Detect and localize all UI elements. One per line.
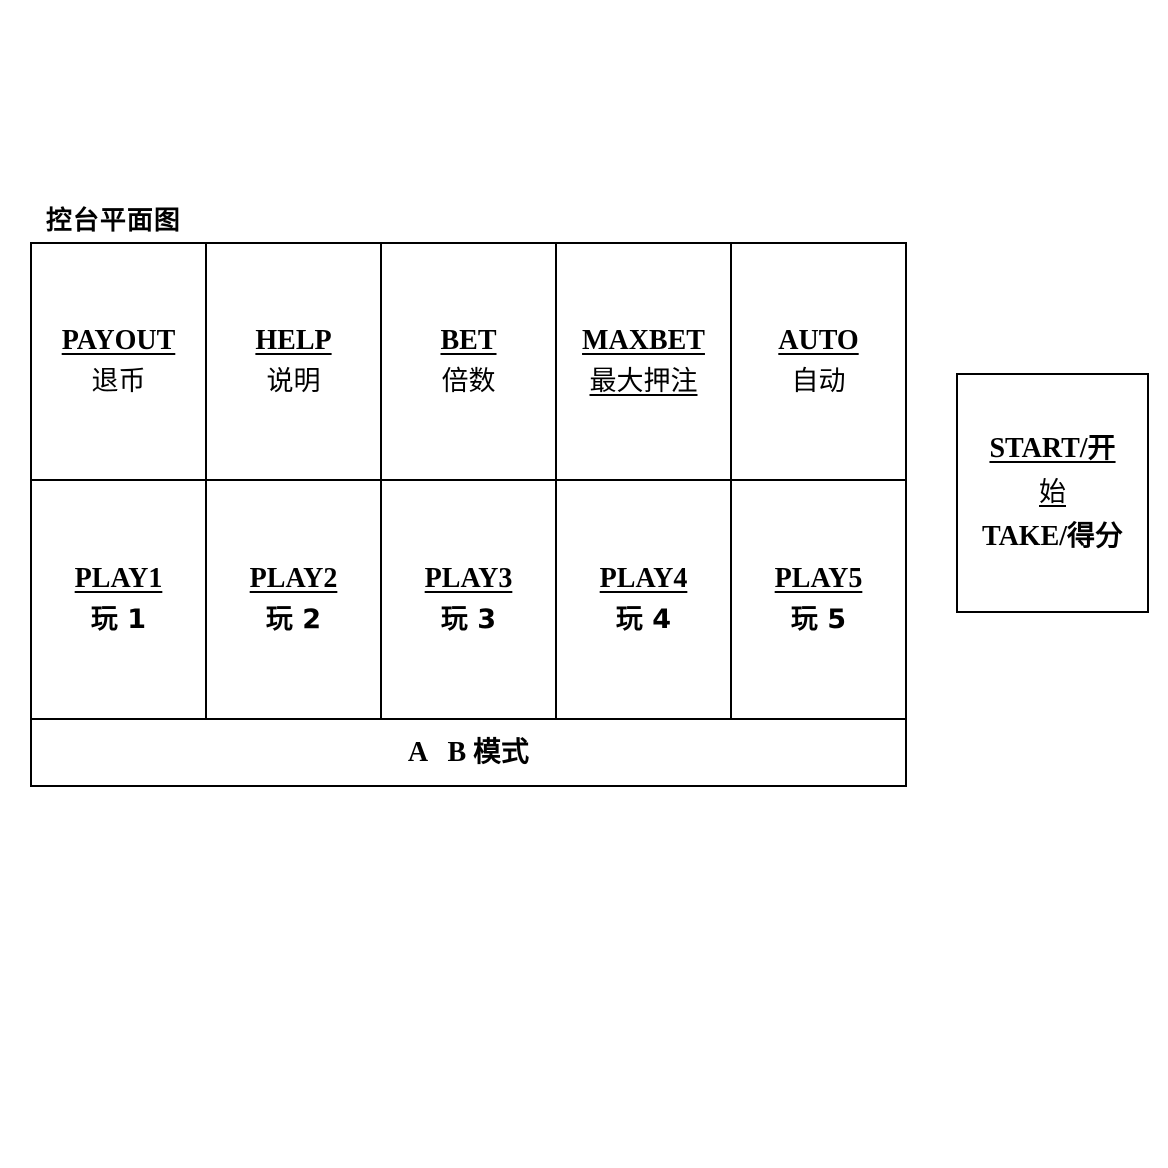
start-label: START/开 bbox=[989, 433, 1116, 464]
bet-label-cn: 倍数 bbox=[441, 365, 496, 397]
play3-label: PLAY3 bbox=[424, 562, 513, 594]
play2-label: PLAY2 bbox=[249, 562, 338, 594]
bet-label: BET bbox=[440, 324, 497, 356]
play4-button[interactable]: PLAY4 玩 4 bbox=[557, 481, 732, 718]
play2-label-cn: 玩 2 bbox=[265, 603, 322, 635]
play3-label-cn: 玩 3 bbox=[440, 603, 497, 635]
play2-button[interactable]: PLAY2 玩 2 bbox=[207, 481, 382, 718]
play1-button[interactable]: PLAY1 玩 1 bbox=[32, 481, 207, 718]
play5-button[interactable]: PLAY5 玩 5 bbox=[732, 481, 905, 718]
ab-mode-button[interactable]: A B 模式 bbox=[32, 720, 905, 785]
payout-button[interactable]: PAYOUT 退币 bbox=[32, 244, 207, 479]
help-label-cn: 说明 bbox=[266, 365, 321, 397]
auto-label-cn: 自动 bbox=[791, 365, 846, 397]
payout-label-cn: 退币 bbox=[91, 365, 146, 397]
play4-label: PLAY4 bbox=[599, 562, 688, 594]
start-take-button[interactable]: START/开 始 TAKE/得分 bbox=[956, 373, 1149, 613]
bet-button[interactable]: BET 倍数 bbox=[382, 244, 557, 479]
play5-label: PLAY5 bbox=[774, 562, 863, 594]
maxbet-label-cn: 最大押注 bbox=[589, 365, 698, 397]
help-label: HELP bbox=[255, 324, 332, 356]
auto-button[interactable]: AUTO 自动 bbox=[732, 244, 905, 479]
take-label: TAKE/得分 bbox=[981, 521, 1124, 552]
play-button-row: PLAY1 玩 1 PLAY2 玩 2 PLAY3 玩 3 PLAY4 玩 4 … bbox=[32, 481, 905, 720]
top-button-row: PAYOUT 退币 HELP 说明 BET 倍数 MAXBET 最大押注 AUT… bbox=[32, 244, 905, 481]
maxbet-label: MAXBET bbox=[582, 324, 705, 356]
page-title: 控台平面图 bbox=[46, 206, 182, 236]
maxbet-button[interactable]: MAXBET 最大押注 bbox=[557, 244, 732, 479]
help-button[interactable]: HELP 说明 bbox=[207, 244, 382, 479]
start-label-cont: 始 bbox=[1039, 477, 1066, 508]
console-panel: PAYOUT 退币 HELP 说明 BET 倍数 MAXBET 最大押注 AUT… bbox=[30, 242, 907, 787]
play3-button[interactable]: PLAY3 玩 3 bbox=[382, 481, 557, 718]
auto-label: AUTO bbox=[778, 324, 859, 356]
ab-mode-label: A B 模式 bbox=[407, 736, 530, 768]
payout-label: PAYOUT bbox=[61, 324, 176, 356]
play1-label-cn: 玩 1 bbox=[90, 603, 147, 635]
play5-label-cn: 玩 5 bbox=[790, 603, 847, 635]
play1-label: PLAY1 bbox=[74, 562, 163, 594]
play4-label-cn: 玩 4 bbox=[615, 603, 672, 635]
